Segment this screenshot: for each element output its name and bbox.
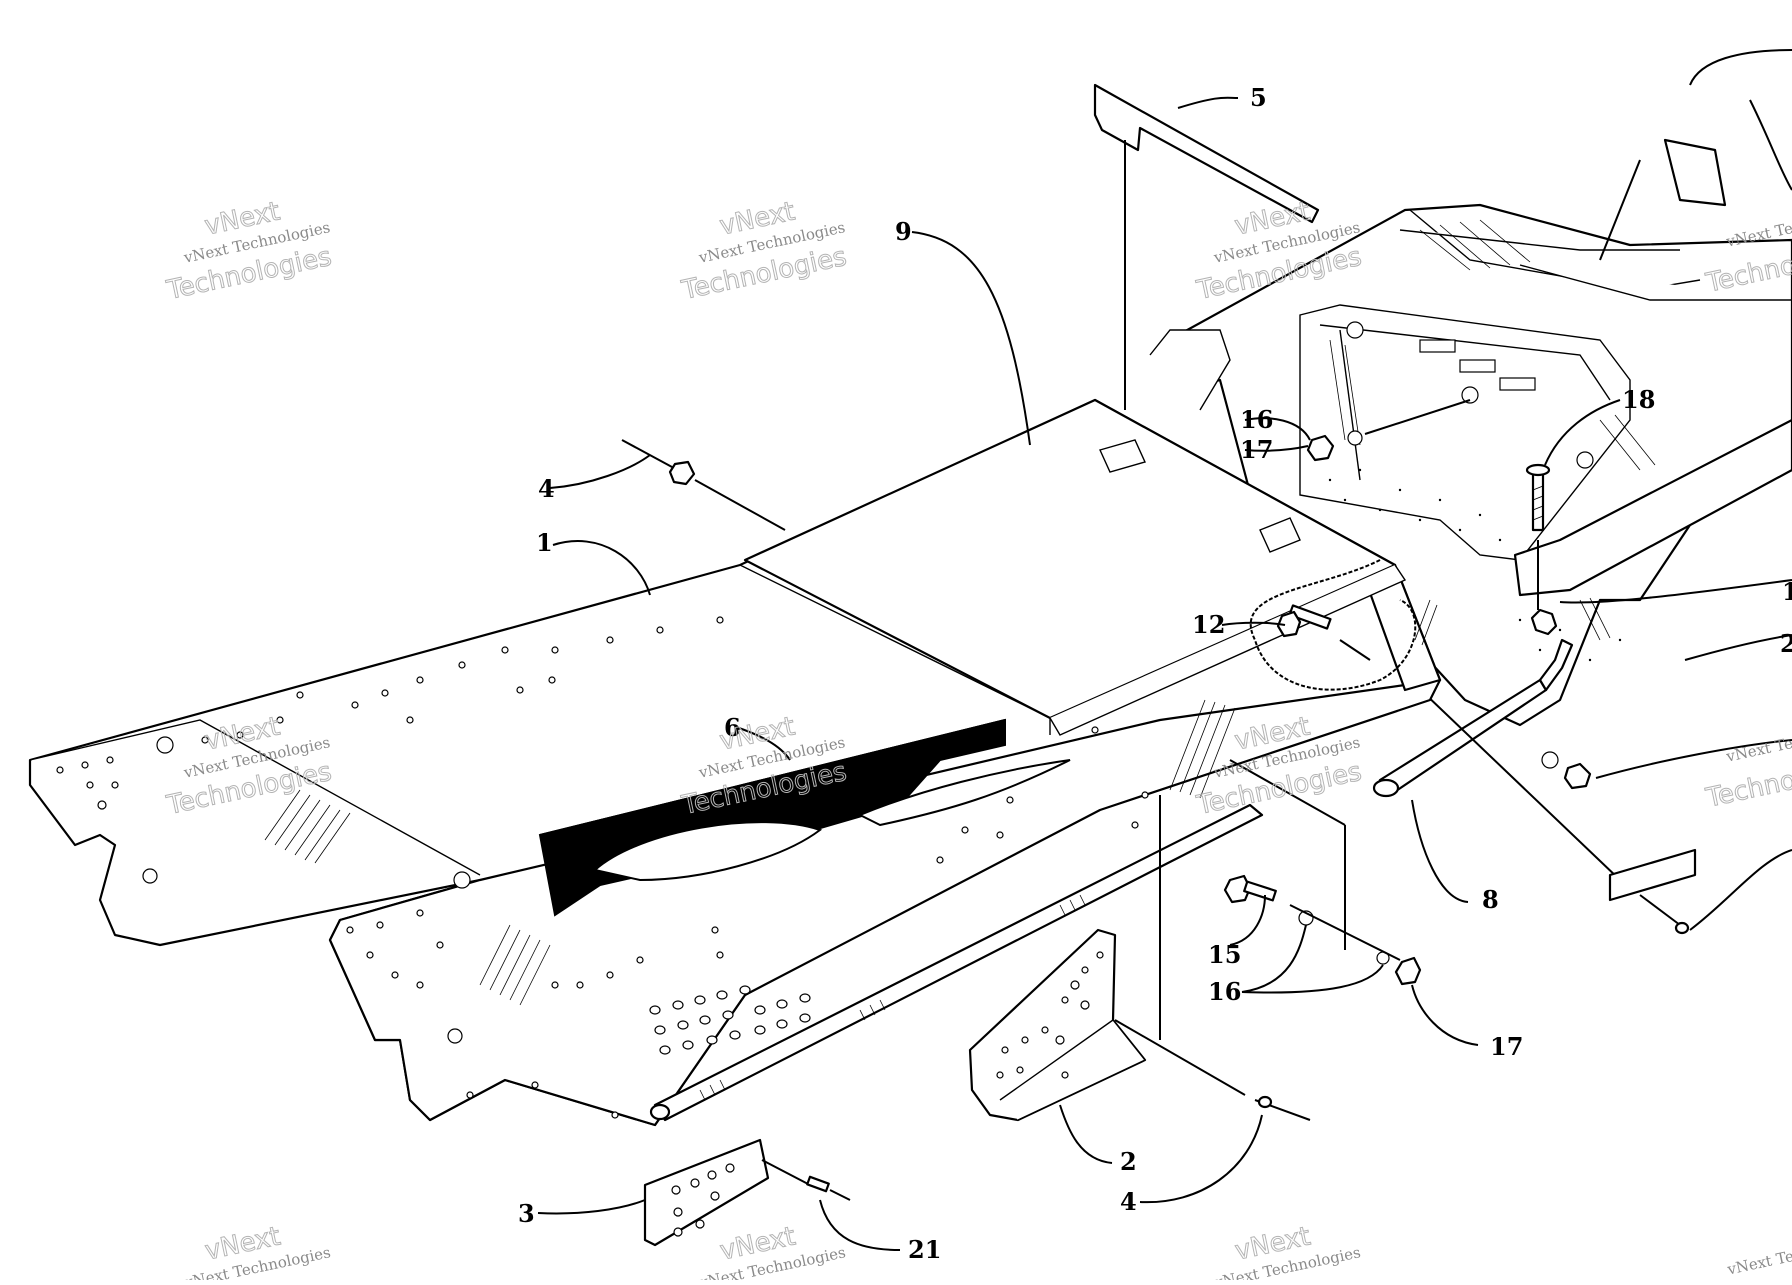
callout-12: 12 <box>1192 610 1225 639</box>
watermark-tile-12: vNext Technologies <box>1725 1230 1792 1279</box>
watermark-tile-1: vNext vNext Technologies Technologies <box>163 196 335 307</box>
callout-1: 1 <box>536 528 553 557</box>
callout-16-top: 16 <box>1240 405 1273 434</box>
callout-2: 2 <box>1120 1147 1137 1176</box>
callout-18: 18 <box>1622 385 1655 414</box>
callout-21: 21 <box>908 1235 941 1264</box>
callout-right-2: 2 <box>1780 629 1792 658</box>
watermark-company: vNext Technologies <box>1724 717 1792 766</box>
callout-17-bottom: 17 <box>1490 1032 1523 1061</box>
cooler-holes <box>649 985 811 1055</box>
bolt-18 <box>1525 463 1558 636</box>
rear-frame-assembly <box>1149 49 1792 727</box>
watermark-tile-8: vNext vNext Technologies <box>697 1221 847 1285</box>
callout-16-bottom: 16 <box>1208 977 1241 1006</box>
part-6-decal <box>538 718 1071 917</box>
watermark-tile-7: vNext vNext Technologies <box>182 1221 332 1285</box>
watermark-tile-11: vNext Technologies Technologies <box>1702 717 1792 814</box>
callout-4-bottom: 4 <box>1120 1187 1137 1216</box>
callout-17-top: 17 <box>1240 435 1273 464</box>
watermark-tile-2: vNext vNext Technologies Technologies <box>678 196 850 307</box>
part-2-bracket <box>968 795 1246 1122</box>
part-8-rod <box>1372 638 1792 881</box>
part-3-plate <box>643 1138 851 1247</box>
fastener-group-lower <box>1223 759 1422 986</box>
part-5-strap <box>1093 83 1320 224</box>
callout-5: 5 <box>1250 83 1267 112</box>
rivet-4-lower <box>1254 1095 1311 1121</box>
callout-3: 3 <box>518 1199 535 1228</box>
watermark-company: vNext Technologies <box>1725 1230 1792 1279</box>
callout-leaders <box>537 96 1792 1251</box>
part-9-rear-deck <box>743 398 1407 736</box>
callout-9: 9 <box>895 217 912 246</box>
callout-labels: 4 1 5 9 6 12 16 17 18 8 15 16 17 2 4 3 2… <box>518 83 1792 1264</box>
part-12-cable <box>1249 559 1417 691</box>
small-plate-right <box>1608 848 1792 935</box>
callout-15: 15 <box>1208 940 1241 969</box>
callout-8: 8 <box>1482 885 1499 914</box>
rivet-4-upper <box>621 439 786 531</box>
callout-6: 6 <box>724 713 741 742</box>
watermark-tile-9: vNext vNext Technologies <box>1212 1221 1362 1285</box>
callout-4-top: 4 <box>538 474 555 503</box>
callout-right-1: 1 <box>1782 577 1792 606</box>
fastener-nut-17-upper <box>1306 399 1471 462</box>
